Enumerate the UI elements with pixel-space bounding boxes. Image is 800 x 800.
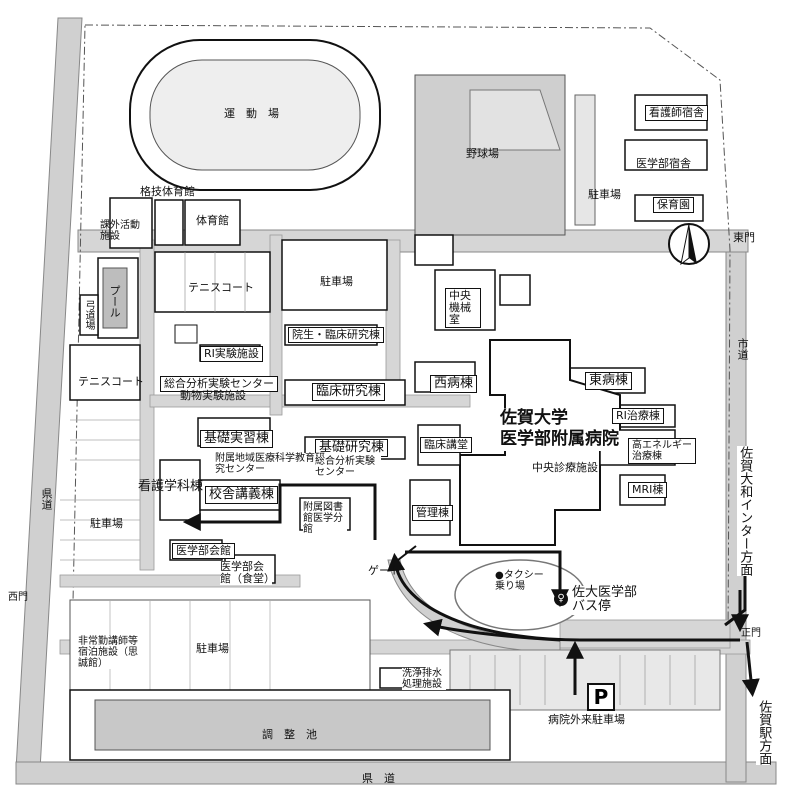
club-label: 課外活動施設 xyxy=(100,220,140,242)
tennis-west-label: テニスコート xyxy=(78,375,144,388)
analysis-center-label: 総合分析実験センター xyxy=(315,456,381,478)
city-road-label: 市道 xyxy=(736,338,750,360)
outer-roads xyxy=(15,17,777,785)
lecture-bldg-label: 校舎講義棟 xyxy=(205,486,279,505)
basic-train-label: 基礎実習棟 xyxy=(200,430,274,449)
central-machine-label: 中央機械室 xyxy=(445,288,481,329)
baseball-label: 野球場 xyxy=(466,147,499,160)
martial-gym-label: 格技体育館 xyxy=(140,185,195,198)
clinical-label: 臨床研究棟 xyxy=(312,383,386,402)
pond-label: 調 整 池 xyxy=(262,728,317,741)
to-interchange-label: 佐賀大和インター方面 xyxy=(737,446,753,576)
wash-label: 洗浄排水処理施設 xyxy=(402,668,446,690)
animal-label: 動物実験施設 xyxy=(180,389,246,402)
med-dorm-label: 医学部宿舎 xyxy=(636,157,691,170)
archery-label: 弓道場 xyxy=(83,300,94,330)
gym-label: 体育館 xyxy=(196,214,229,227)
tennis-north-label: テニスコート xyxy=(188,281,254,294)
med-hall-2-label: 医学部会館（食堂） xyxy=(220,560,275,586)
pref-road-south-label: 県 道 xyxy=(362,772,395,785)
ri-facility-label: RI実験施設 xyxy=(200,346,263,363)
nursing-label: 看護学科棟 xyxy=(138,479,204,494)
east-gate-label: 東門 xyxy=(733,231,755,244)
parking-symbol: P xyxy=(587,683,615,711)
parking-west-label: 駐車場 xyxy=(90,517,123,530)
admin-label: 管理棟 xyxy=(412,505,453,522)
west-gate-label: 西門 xyxy=(8,592,28,603)
med-hall-label: 医学部会館 xyxy=(172,543,235,560)
stadium-label: 運 動 場 xyxy=(224,107,279,120)
main-gate-label: 正門 xyxy=(741,628,761,639)
library-label: 附属図書館医学分館 xyxy=(303,502,347,535)
west-ward-label: 西病棟 xyxy=(430,375,478,394)
north-compass xyxy=(668,223,710,266)
nursery-label: 保育園 xyxy=(653,197,694,214)
taxi-label: ●タクシー乗り場 xyxy=(495,570,547,592)
parking-central-label: 駐車場 xyxy=(320,275,353,288)
outpatient-parking-label: 病院外来駐車場 xyxy=(548,713,625,727)
hospital-label: 佐賀大学 医学部附属病院 xyxy=(500,408,619,451)
lecture-hall-label: 臨床講堂 xyxy=(420,437,472,454)
mri-label: MRI棟 xyxy=(628,482,668,499)
gate-label: ゲート xyxy=(368,564,401,577)
pref-road-west-label: 県道 xyxy=(40,488,54,510)
ri-ward-label: RI治療棟 xyxy=(612,408,664,425)
regional-label: 附属地域医療科学教育研究センター xyxy=(215,453,327,475)
high-energy-label: 高エネルギー治療棟 xyxy=(628,438,696,464)
nurse-dorm-label: 看護師宿舎 xyxy=(645,105,708,122)
grad-bldg-label: 院生・臨床研究棟 xyxy=(288,327,384,344)
lodging-label: 非常勤講師等宿泊施設（思誠館） xyxy=(78,636,144,669)
to-station-label: 佐賀駅方面 xyxy=(756,700,772,765)
east-ward-label: 東病棟 xyxy=(585,372,633,391)
parking-ne-label: 駐車場 xyxy=(588,188,621,201)
central-dx-label: 中央診療施設 xyxy=(532,461,598,474)
bus-stop-label: 佐大医学部バス停 xyxy=(572,585,644,615)
parking-sw-label: 駐車場 xyxy=(196,642,229,655)
pool-label: プール xyxy=(108,285,122,318)
analysis-label: 総合分析実験センター xyxy=(160,376,278,393)
bus-stop-icon: ♀ xyxy=(554,592,568,606)
